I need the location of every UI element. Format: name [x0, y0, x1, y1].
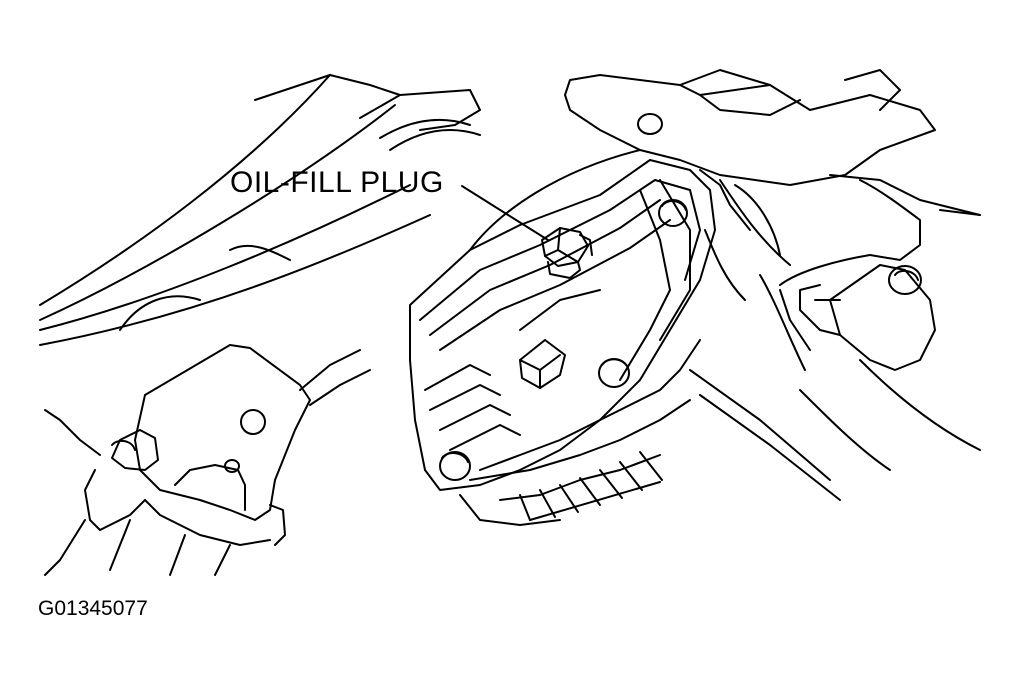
transmission-case: [470, 70, 980, 285]
oil-fill-plug-label: OIL-FILL PLUG: [230, 166, 444, 199]
left-bracket: [45, 345, 370, 575]
figure-id: G01345077: [38, 597, 148, 620]
pan-bolts: [440, 200, 687, 480]
callout-leader-line: [462, 186, 548, 240]
engine-outline: [705, 185, 810, 370]
crossmember: [40, 75, 480, 345]
right-mount: [690, 210, 980, 500]
oil-pan: [410, 160, 715, 525]
oil-fill-plug: [542, 228, 592, 278]
